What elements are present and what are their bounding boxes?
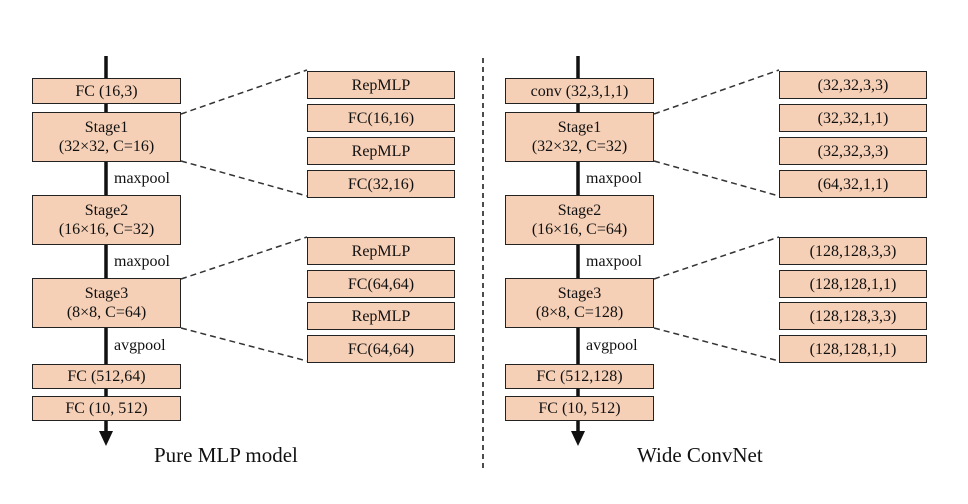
right-detail-top-2-label: (32,32,3,3) bbox=[817, 142, 889, 160]
left-detail-top-1: FC(16,16) bbox=[307, 104, 455, 132]
right-pool2-label: maxpool bbox=[586, 253, 642, 270]
right-zoom-line-stage3-bottom bbox=[653, 327, 780, 362]
left-zoom-line-stage1-bottom bbox=[180, 160, 308, 197]
right-stage2-block: Stage2 (16×16, C=64) bbox=[505, 195, 654, 245]
right-caption: Wide ConvNet bbox=[637, 443, 763, 467]
left-fc1-block: FC (512,64) bbox=[32, 364, 181, 389]
left-stage2-detail: (16×16, C=32) bbox=[58, 221, 155, 238]
left-fc2-label: FC (10, 512) bbox=[65, 400, 148, 417]
left-detail-top-3: FC(32,16) bbox=[307, 170, 455, 198]
left-stage2-name: Stage2 bbox=[84, 202, 129, 219]
right-stage1-name: Stage1 bbox=[557, 119, 602, 136]
right-detail-top-1-label: (32,32,1,1) bbox=[817, 109, 889, 127]
left-fc2-block: FC (10, 512) bbox=[32, 396, 181, 421]
left-pool2-label: maxpool bbox=[114, 253, 170, 270]
left-stage1-detail: (32×32, C=16) bbox=[58, 138, 155, 155]
right-stage3-name: Stage3 bbox=[557, 285, 602, 302]
left-detail-bottom-2: RepMLP bbox=[307, 302, 455, 330]
right-zoom-line-stage1-top bbox=[653, 69, 780, 115]
left-fc-top-label: FC (16,3) bbox=[75, 82, 138, 100]
left-detail-bottom-1-label: FC(64,64) bbox=[347, 275, 415, 293]
right-detail-top-3: (64,32,1,1) bbox=[779, 170, 927, 198]
right-fc1-label: FC (512,128) bbox=[536, 368, 623, 385]
left-stage1-block: Stage1 (32×32, C=16) bbox=[32, 112, 181, 162]
left-detail-bottom-2-label: RepMLP bbox=[351, 307, 411, 325]
right-zoom-line-stage1-bottom bbox=[653, 160, 780, 197]
left-zoom-line-stage3-bottom bbox=[180, 327, 308, 362]
right-fc2-block: FC (10, 512) bbox=[505, 396, 654, 421]
right-stage1-detail: (32×32, C=32) bbox=[531, 138, 628, 155]
right-stage1-block: Stage1 (32×32, C=32) bbox=[505, 112, 654, 162]
right-detail-bottom-0-label: (128,128,3,3) bbox=[809, 242, 897, 260]
left-stage3-detail: (8×8, C=64) bbox=[66, 304, 147, 321]
left-detail-bottom-0: RepMLP bbox=[307, 237, 455, 265]
right-fc2-label: FC (10, 512) bbox=[538, 400, 621, 417]
right-detail-bottom-1-label: (128,128,1,1) bbox=[809, 275, 897, 293]
left-flow-arrowhead bbox=[99, 431, 113, 446]
left-detail-top-3-label: FC(32,16) bbox=[347, 175, 415, 193]
right-fc1-block: FC (512,128) bbox=[505, 364, 654, 389]
right-detail-top-2: (32,32,3,3) bbox=[779, 137, 927, 165]
left-detail-top-0: RepMLP bbox=[307, 71, 455, 99]
left-zoom-line-stage3-top bbox=[180, 236, 308, 280]
right-conv-top-block: conv (32,3,1,1) bbox=[505, 78, 654, 104]
left-detail-bottom-1: FC(64,64) bbox=[307, 270, 455, 298]
right-pool3-label: avgpool bbox=[586, 337, 638, 354]
left-zoom-line-stage1-top bbox=[180, 69, 308, 115]
right-detail-bottom-3: (128,128,1,1) bbox=[779, 335, 927, 363]
left-fc1-label: FC (512,64) bbox=[67, 368, 146, 385]
left-detail-top-0-label: RepMLP bbox=[351, 76, 411, 94]
left-detail-top-1-label: FC(16,16) bbox=[347, 109, 415, 127]
left-pool3-label: avgpool bbox=[114, 337, 166, 354]
right-detail-top-3-label: (64,32,1,1) bbox=[817, 175, 889, 193]
right-stage2-name: Stage2 bbox=[557, 202, 602, 219]
right-stage2-detail: (16×16, C=64) bbox=[531, 221, 628, 238]
right-detail-bottom-2: (128,128,3,3) bbox=[779, 302, 927, 330]
right-stage3-detail: (8×8, C=128) bbox=[535, 304, 624, 321]
left-stage2-block: Stage2 (16×16, C=32) bbox=[32, 195, 181, 245]
left-detail-bottom-0-label: RepMLP bbox=[351, 242, 411, 260]
right-detail-bottom-2-label: (128,128,3,3) bbox=[809, 307, 897, 325]
right-detail-top-0: (32,32,3,3) bbox=[779, 71, 927, 99]
left-caption: Pure MLP model bbox=[154, 443, 298, 467]
right-pool1-label: maxpool bbox=[586, 170, 642, 187]
right-stage3-block: Stage3 (8×8, C=128) bbox=[505, 278, 654, 328]
left-fc-top-block: FC (16,3) bbox=[32, 78, 181, 104]
left-stage3-block: Stage3 (8×8, C=64) bbox=[32, 278, 181, 328]
left-detail-top-2: RepMLP bbox=[307, 137, 455, 165]
left-stage1-name: Stage1 bbox=[84, 119, 129, 136]
right-detail-bottom-0: (128,128,3,3) bbox=[779, 237, 927, 265]
right-conv-top-label: conv (32,3,1,1) bbox=[530, 82, 629, 100]
left-pool1-label: maxpool bbox=[114, 170, 170, 187]
left-detail-bottom-3-label: FC(64,64) bbox=[347, 340, 415, 358]
left-detail-top-2-label: RepMLP bbox=[351, 142, 411, 160]
right-detail-top-0-label: (32,32,3,3) bbox=[817, 76, 889, 94]
right-zoom-line-stage3-top bbox=[653, 236, 780, 280]
left-stage3-name: Stage3 bbox=[84, 285, 129, 302]
right-detail-top-1: (32,32,1,1) bbox=[779, 104, 927, 132]
left-detail-bottom-3: FC(64,64) bbox=[307, 335, 455, 363]
right-flow-arrowhead bbox=[571, 431, 585, 446]
right-detail-bottom-3-label: (128,128,1,1) bbox=[809, 340, 897, 358]
right-detail-bottom-1: (128,128,1,1) bbox=[779, 270, 927, 298]
